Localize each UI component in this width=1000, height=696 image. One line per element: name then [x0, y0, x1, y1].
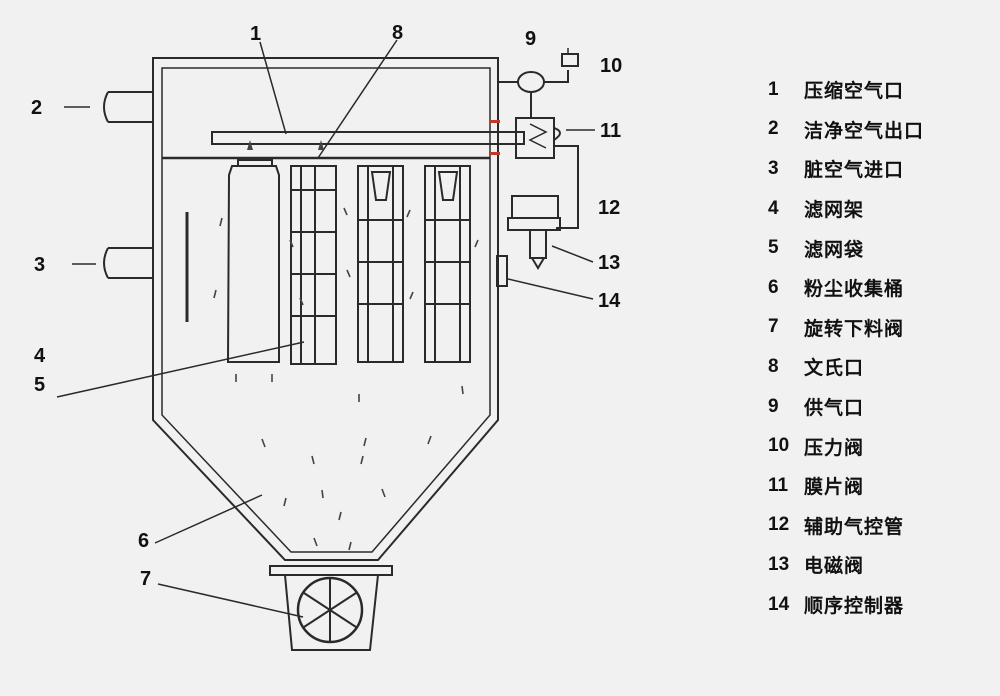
legend: 1 压缩空气口 2 洁净空气出口 3 脏空气进口 4 滤网架 5 滤网袋 6 粉尘收集桶 7… — [768, 70, 993, 624]
callout-14: 14 — [598, 290, 621, 312]
legend-item: 8 文氏口 — [768, 347, 993, 387]
legend-item: 11 膜片阀 — [768, 466, 993, 506]
legend-number: 2 — [768, 118, 779, 140]
filter-cage — [357, 165, 404, 363]
legend-item: 3 脏空气进口 — [768, 149, 993, 189]
legend-label: 顺序控制器 — [804, 595, 905, 618]
callout-12: 12 — [598, 197, 620, 219]
legend-number: 1 — [768, 78, 779, 100]
legend-label: 滤网袋 — [804, 238, 865, 261]
valve-housing — [283, 574, 380, 651]
legend-label: 电磁阀 — [804, 555, 865, 578]
supply-air-port — [517, 71, 545, 93]
legend-label: 辅助气控管 — [804, 515, 905, 538]
legend-item: 9 供气口 — [768, 387, 993, 427]
legend-number: 4 — [768, 197, 779, 219]
legend-item: 5 滤网袋 — [768, 228, 993, 268]
callout-10: 10 — [600, 55, 622, 77]
legend-label: 文氏口 — [804, 357, 865, 380]
legend-label: 供气口 — [804, 397, 865, 420]
legend-number: 5 — [768, 237, 779, 259]
dirty-air-inlet-pipe — [103, 247, 153, 279]
legend-label: 粉尘收集桶 — [804, 278, 905, 301]
legend-number: 12 — [768, 514, 790, 536]
sequence-controller — [496, 255, 508, 287]
callout-8: 8 — [392, 22, 403, 44]
clean-air-outlet-pipe — [103, 91, 153, 123]
legend-item: 14 顺序控制器 — [768, 585, 993, 625]
venturi — [237, 159, 273, 167]
legend-label: 旋转下料阀 — [804, 317, 905, 340]
legend-number: 14 — [768, 593, 790, 615]
legend-number: 10 — [768, 435, 790, 457]
legend-label: 滤网架 — [804, 199, 865, 222]
legend-number: 7 — [768, 316, 779, 338]
callout-3: 3 — [34, 254, 45, 276]
legend-label: 膜片阀 — [804, 476, 865, 499]
callout-11: 11 — [600, 120, 621, 142]
legend-item: 12 辅助气控管 — [768, 506, 993, 546]
legend-number: 13 — [768, 553, 790, 575]
callout-13: 13 — [598, 252, 620, 274]
callout-4: 4 — [34, 345, 46, 367]
legend-label: 洁净空气出口 — [804, 119, 925, 142]
callout-6: 6 — [138, 530, 149, 552]
callout-9: 9 — [525, 28, 536, 50]
callout-2: 2 — [31, 97, 42, 119]
legend-item: 7 旋转下料阀 — [768, 308, 993, 348]
hopper-flange — [269, 565, 393, 576]
legend-item: 2 洁净空气出口 — [768, 110, 993, 150]
callout-5: 5 — [34, 374, 45, 396]
legend-label: 压缩空气口 — [804, 80, 905, 103]
compressed-air-header — [211, 131, 525, 145]
legend-label: 压力阀 — [804, 436, 865, 459]
legend-label: 脏空气进口 — [804, 159, 905, 182]
legend-number: 3 — [768, 157, 779, 179]
pressure-valve — [561, 53, 579, 67]
filter-bag — [226, 165, 280, 363]
callout-7: 7 — [140, 568, 151, 590]
legend-item: 13 电磁阀 — [768, 545, 993, 585]
legend-item: 4 滤网架 — [768, 189, 993, 229]
aux-air-pipe — [554, 145, 579, 229]
legend-item: 1 压缩空气口 — [768, 70, 993, 110]
housing-outline — [152, 57, 499, 561]
legend-item: 6 粉尘收集桶 — [768, 268, 993, 308]
solenoid-valve — [511, 195, 559, 219]
legend-number: 6 — [768, 276, 779, 298]
legend-item: 10 压力阀 — [768, 426, 993, 466]
legend-number: 11 — [768, 474, 789, 496]
housing-inner-wall — [161, 67, 491, 553]
diaphragm-valve — [515, 117, 555, 159]
legend-number: 9 — [768, 395, 779, 417]
legend-number: 8 — [768, 355, 779, 377]
callout-1: 1 — [250, 23, 261, 45]
filter-cage — [290, 165, 337, 365]
filter-cage — [424, 165, 471, 363]
